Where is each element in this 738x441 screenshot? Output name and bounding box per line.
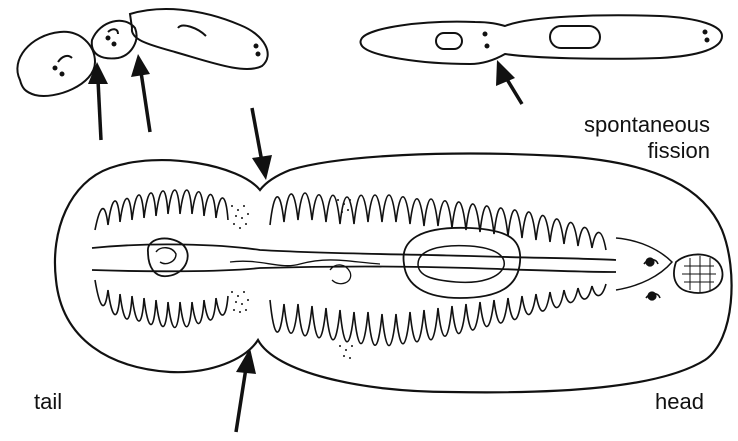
gut-branches-upper-head xyxy=(270,193,606,250)
fission-worm-pharynx xyxy=(550,26,600,48)
spontaneous-fission-label: spontaneous fission xyxy=(520,112,710,164)
head-label: head xyxy=(655,389,704,415)
main-worm xyxy=(55,154,732,393)
fragment-piece-2 xyxy=(92,21,137,59)
fission-worm-outline xyxy=(361,15,723,64)
arrow-down-constriction xyxy=(252,108,272,180)
fission-worm-pharynx-small xyxy=(436,33,462,49)
arrow-spontaneous-fission xyxy=(496,60,522,104)
fragment-piece-3 xyxy=(130,9,268,69)
arrow-up-constriction xyxy=(236,348,256,432)
stipple-areas xyxy=(231,199,353,359)
fission-word: fission xyxy=(520,138,710,164)
spontaneous-word: spontaneous xyxy=(520,112,710,138)
tail-label: tail xyxy=(34,389,62,415)
pharynx-head xyxy=(404,228,521,298)
gut-branches-lower-tail xyxy=(95,280,228,328)
fission-worm-right xyxy=(361,15,723,64)
arrow-up-left-2 xyxy=(131,54,150,132)
arrows xyxy=(88,54,522,432)
gut-branches-lower-head xyxy=(270,284,606,346)
fragment-piece-1 xyxy=(17,32,95,96)
gut-branches-upper-tail xyxy=(95,190,228,230)
